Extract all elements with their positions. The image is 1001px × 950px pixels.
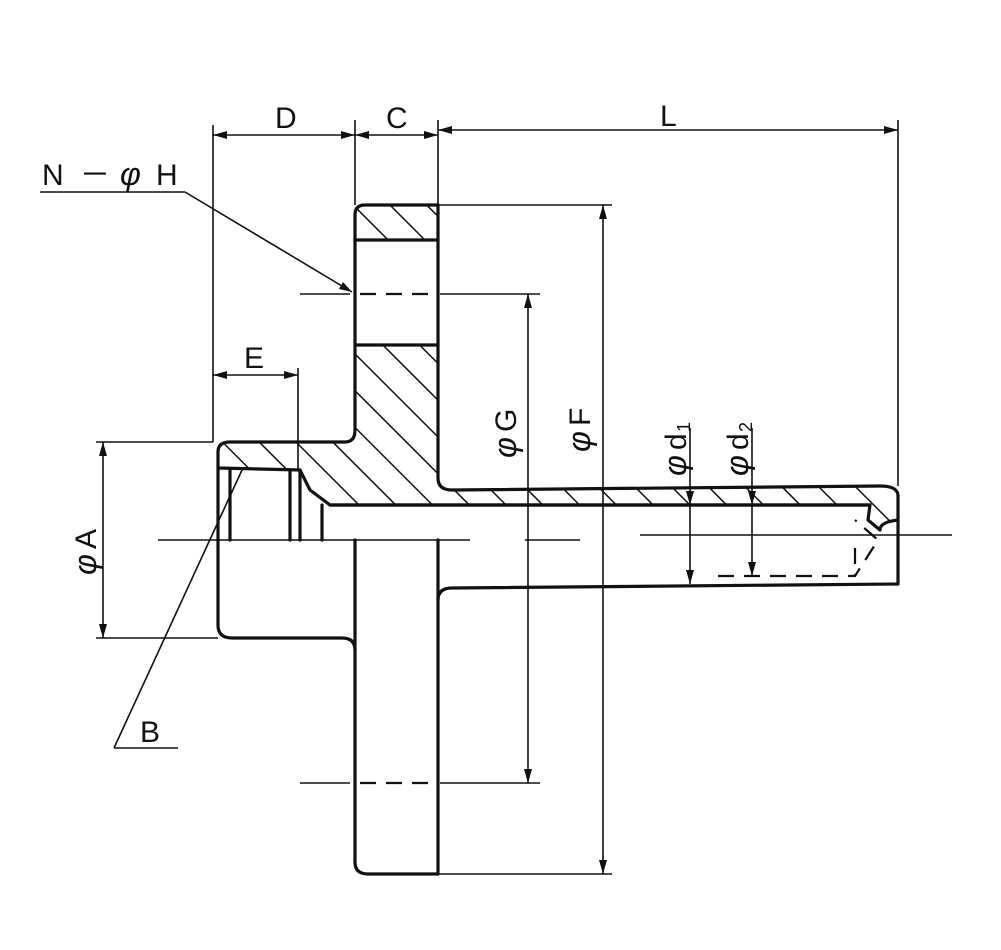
- label-D: D: [275, 102, 297, 135]
- label-C: C: [386, 102, 408, 135]
- leader-NH-arrow: [339, 282, 352, 292]
- label-F-phi: φ: [561, 431, 597, 452]
- label-d2-sub: 2: [736, 422, 756, 432]
- label-B: B: [140, 716, 160, 749]
- leader-NH: [184, 191, 353, 293]
- label-N: N: [42, 159, 64, 192]
- label-d1-sub: 1: [674, 422, 694, 432]
- label-F: F: [564, 408, 597, 426]
- label-N-phi-H: N － φ H: [42, 156, 178, 192]
- label-phi-F: φ F: [561, 408, 597, 452]
- label-G: G: [490, 409, 523, 432]
- label-A: A: [70, 529, 103, 549]
- label-L: L: [660, 100, 677, 133]
- label-N-dash: －: [80, 159, 110, 192]
- flange-mid-section: [216, 343, 900, 532]
- label-phi-G: φ G: [487, 409, 523, 458]
- leader-B: [113, 469, 243, 749]
- label-A-phi: φ: [67, 554, 103, 575]
- socket-bore: [228, 468, 324, 542]
- label-N-phi: φ: [120, 156, 141, 192]
- label-phi-d2: φ d 2: [719, 422, 756, 476]
- flange-outline-lower: [353, 538, 440, 876]
- hub-outline-lower: [216, 466, 357, 652]
- label-d1: d: [660, 433, 693, 450]
- pipe-outline-lower: [436, 518, 900, 602]
- flange-upper-section: [353, 203, 440, 242]
- label-d2-phi: φ: [719, 455, 755, 476]
- bore-hidden-line: [718, 519, 880, 578]
- label-E: E: [244, 342, 264, 375]
- label-G-phi: φ: [487, 437, 523, 458]
- label-d1-phi: φ: [657, 455, 693, 476]
- label-H: H: [156, 159, 178, 192]
- label-phi-d1: φ d 1: [657, 422, 694, 476]
- label-phi-A: φ A: [67, 529, 103, 575]
- label-d2: d: [722, 433, 755, 450]
